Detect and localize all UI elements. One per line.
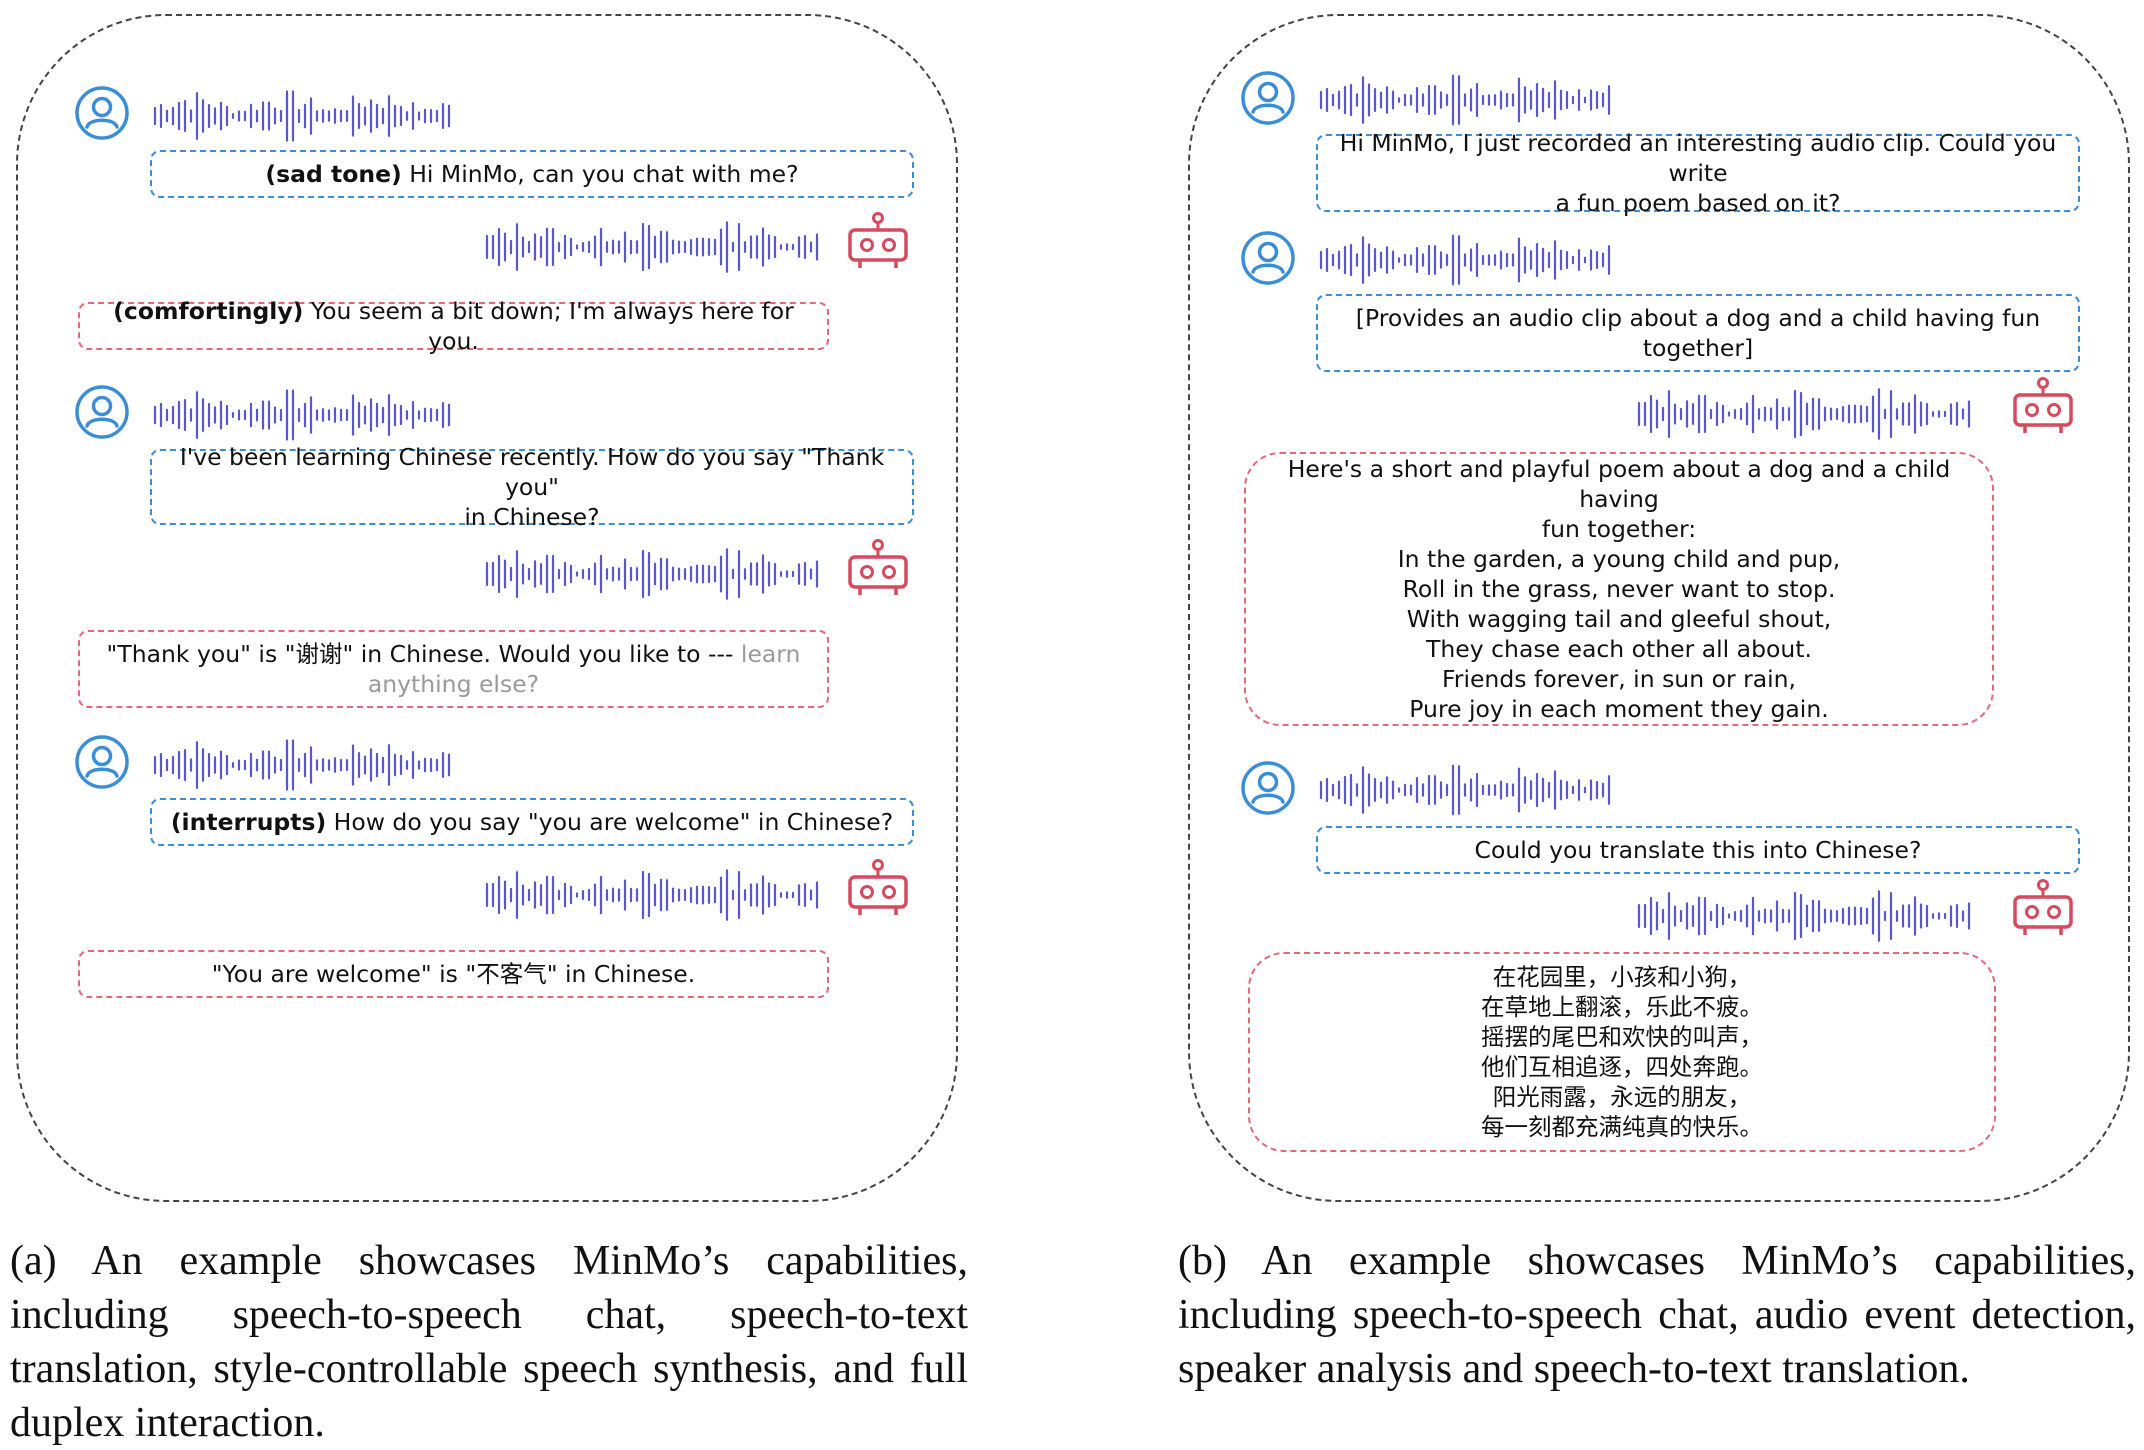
- user-message: Could you translate this into Chinese?: [1316, 826, 2080, 874]
- bot-message: (comfortingly) You seem a bit down; I'm …: [78, 297, 829, 355]
- panel-b-frame: [1188, 14, 2130, 1202]
- user-message: (sad tone) Hi MinMo, can you chat with m…: [150, 150, 914, 198]
- user-avatar-icon: [1240, 230, 1296, 286]
- audio-waveform-icon: [1319, 74, 1611, 126]
- audio-waveform-icon: [485, 548, 819, 600]
- panel-a-frame: [16, 14, 958, 1202]
- audio-waveform-icon: [153, 739, 451, 791]
- user-message: Hi MinMo, I just recorded an interesting…: [1316, 129, 2080, 217]
- user-avatar-icon: [74, 734, 130, 790]
- audio-waveform-icon: [153, 389, 451, 441]
- user-avatar-icon: [1240, 70, 1296, 126]
- bot-message: "You are welcome" is "不客气" in Chinese.: [78, 950, 829, 998]
- robot-icon: [844, 859, 912, 921]
- user-avatar-icon: [1240, 760, 1296, 816]
- caption-b: (b) An example showcases MinMo’s capabil…: [1178, 1238, 2136, 1392]
- audio-waveform-icon: [1637, 890, 1971, 942]
- user-avatar-icon: [74, 384, 130, 440]
- robot-icon: [2009, 879, 2077, 941]
- bot-poem-message: Here's a short and playful poem about a …: [1244, 452, 1994, 726]
- bot-message: "Thank you" is "谢谢" in Chinese. Would yo…: [78, 630, 829, 708]
- user-message: (interrupts) How do you say "you are wel…: [150, 798, 914, 846]
- bot-chinese-poem-message: 在花园里，小孩和小狗， 在草地上翻滚，乐此不疲。 摇摆的尾巴和欢快的叫声， 他们…: [1248, 952, 1996, 1152]
- robot-icon: [844, 539, 912, 601]
- robot-icon: [844, 212, 912, 274]
- audio-waveform-icon: [153, 90, 451, 142]
- audio-waveform-icon: [1637, 388, 1971, 440]
- audio-waveform-icon: [485, 869, 819, 921]
- caption-a: (a) An example showcases MinMo’s capabil…: [10, 1238, 968, 1446]
- user-message: I've been learning Chinese recently. How…: [150, 443, 914, 531]
- audio-waveform-icon: [1319, 764, 1611, 816]
- user-message: [Provides an audio clip about a dog and …: [1316, 294, 2080, 372]
- audio-waveform-icon: [485, 221, 819, 273]
- audio-waveform-icon: [1319, 234, 1611, 286]
- robot-icon: [2009, 377, 2077, 439]
- user-avatar-icon: [74, 85, 130, 141]
